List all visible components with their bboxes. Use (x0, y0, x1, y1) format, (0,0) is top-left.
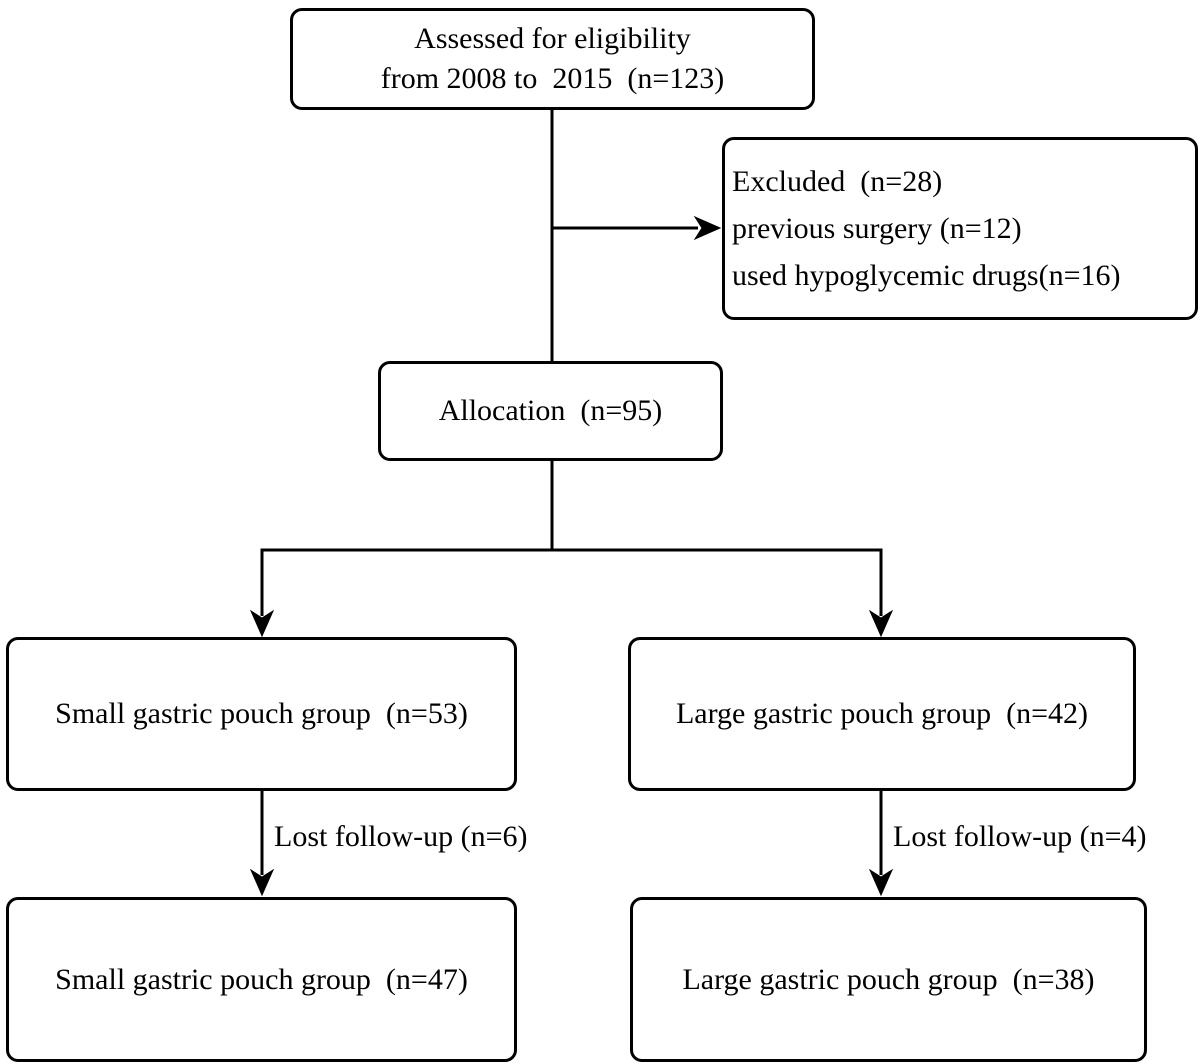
allocation-label: Allocation (n=95) (438, 394, 663, 428)
excluded-line-2: previous surgery (n=12) (732, 211, 1022, 245)
large-gastric-pouch-followed-box: Large gastric pouch group (n=38) (630, 897, 1147, 1062)
assessed-line-1: Assessed for eligibility (414, 22, 691, 56)
excluded-line-3: used hypoglycemic drugs(n=16) (732, 259, 1121, 293)
assessed-line-2: from 2008 to 2015 (n=123) (380, 62, 725, 95)
small-group-label: Small gastric pouch group (n=53) (55, 697, 468, 731)
small-followed-label: Small gastric pouch group (n=47) (55, 962, 468, 996)
large-followed-label: Large gastric pouch group (n=38) (682, 962, 1095, 996)
arrow-to-small-group (249, 550, 275, 638)
small-gastric-pouch-group-box: Small gastric pouch group (n=53) (6, 637, 517, 791)
large-group-label: Large gastric pouch group (n=42) (675, 697, 1089, 731)
excluded-box: Excluded (n=28) previous surgery (n=12) … (722, 137, 1198, 320)
lost-followup-right-label: Lost follow-up (n=4) (893, 820, 1147, 853)
lost-followup-left-label: Lost follow-up (n=6) (274, 820, 528, 853)
arrow-to-excluded (552, 215, 722, 241)
arrow-to-large-followed (868, 791, 894, 897)
excluded-line-1: Excluded (n=28) (732, 164, 943, 198)
arrow-to-large-group (868, 550, 894, 638)
connector-allocation-to-branch (260, 461, 883, 552)
assessed-eligibility-box: Assessed for eligibility from 2008 to 20… (290, 8, 815, 110)
allocation-box: Allocation (n=95) (378, 361, 723, 461)
arrow-to-small-followed (249, 791, 275, 897)
large-gastric-pouch-group-box: Large gastric pouch group (n=42) (628, 637, 1136, 791)
small-gastric-pouch-followed-box: Small gastric pouch group (n=47) (6, 897, 517, 1062)
